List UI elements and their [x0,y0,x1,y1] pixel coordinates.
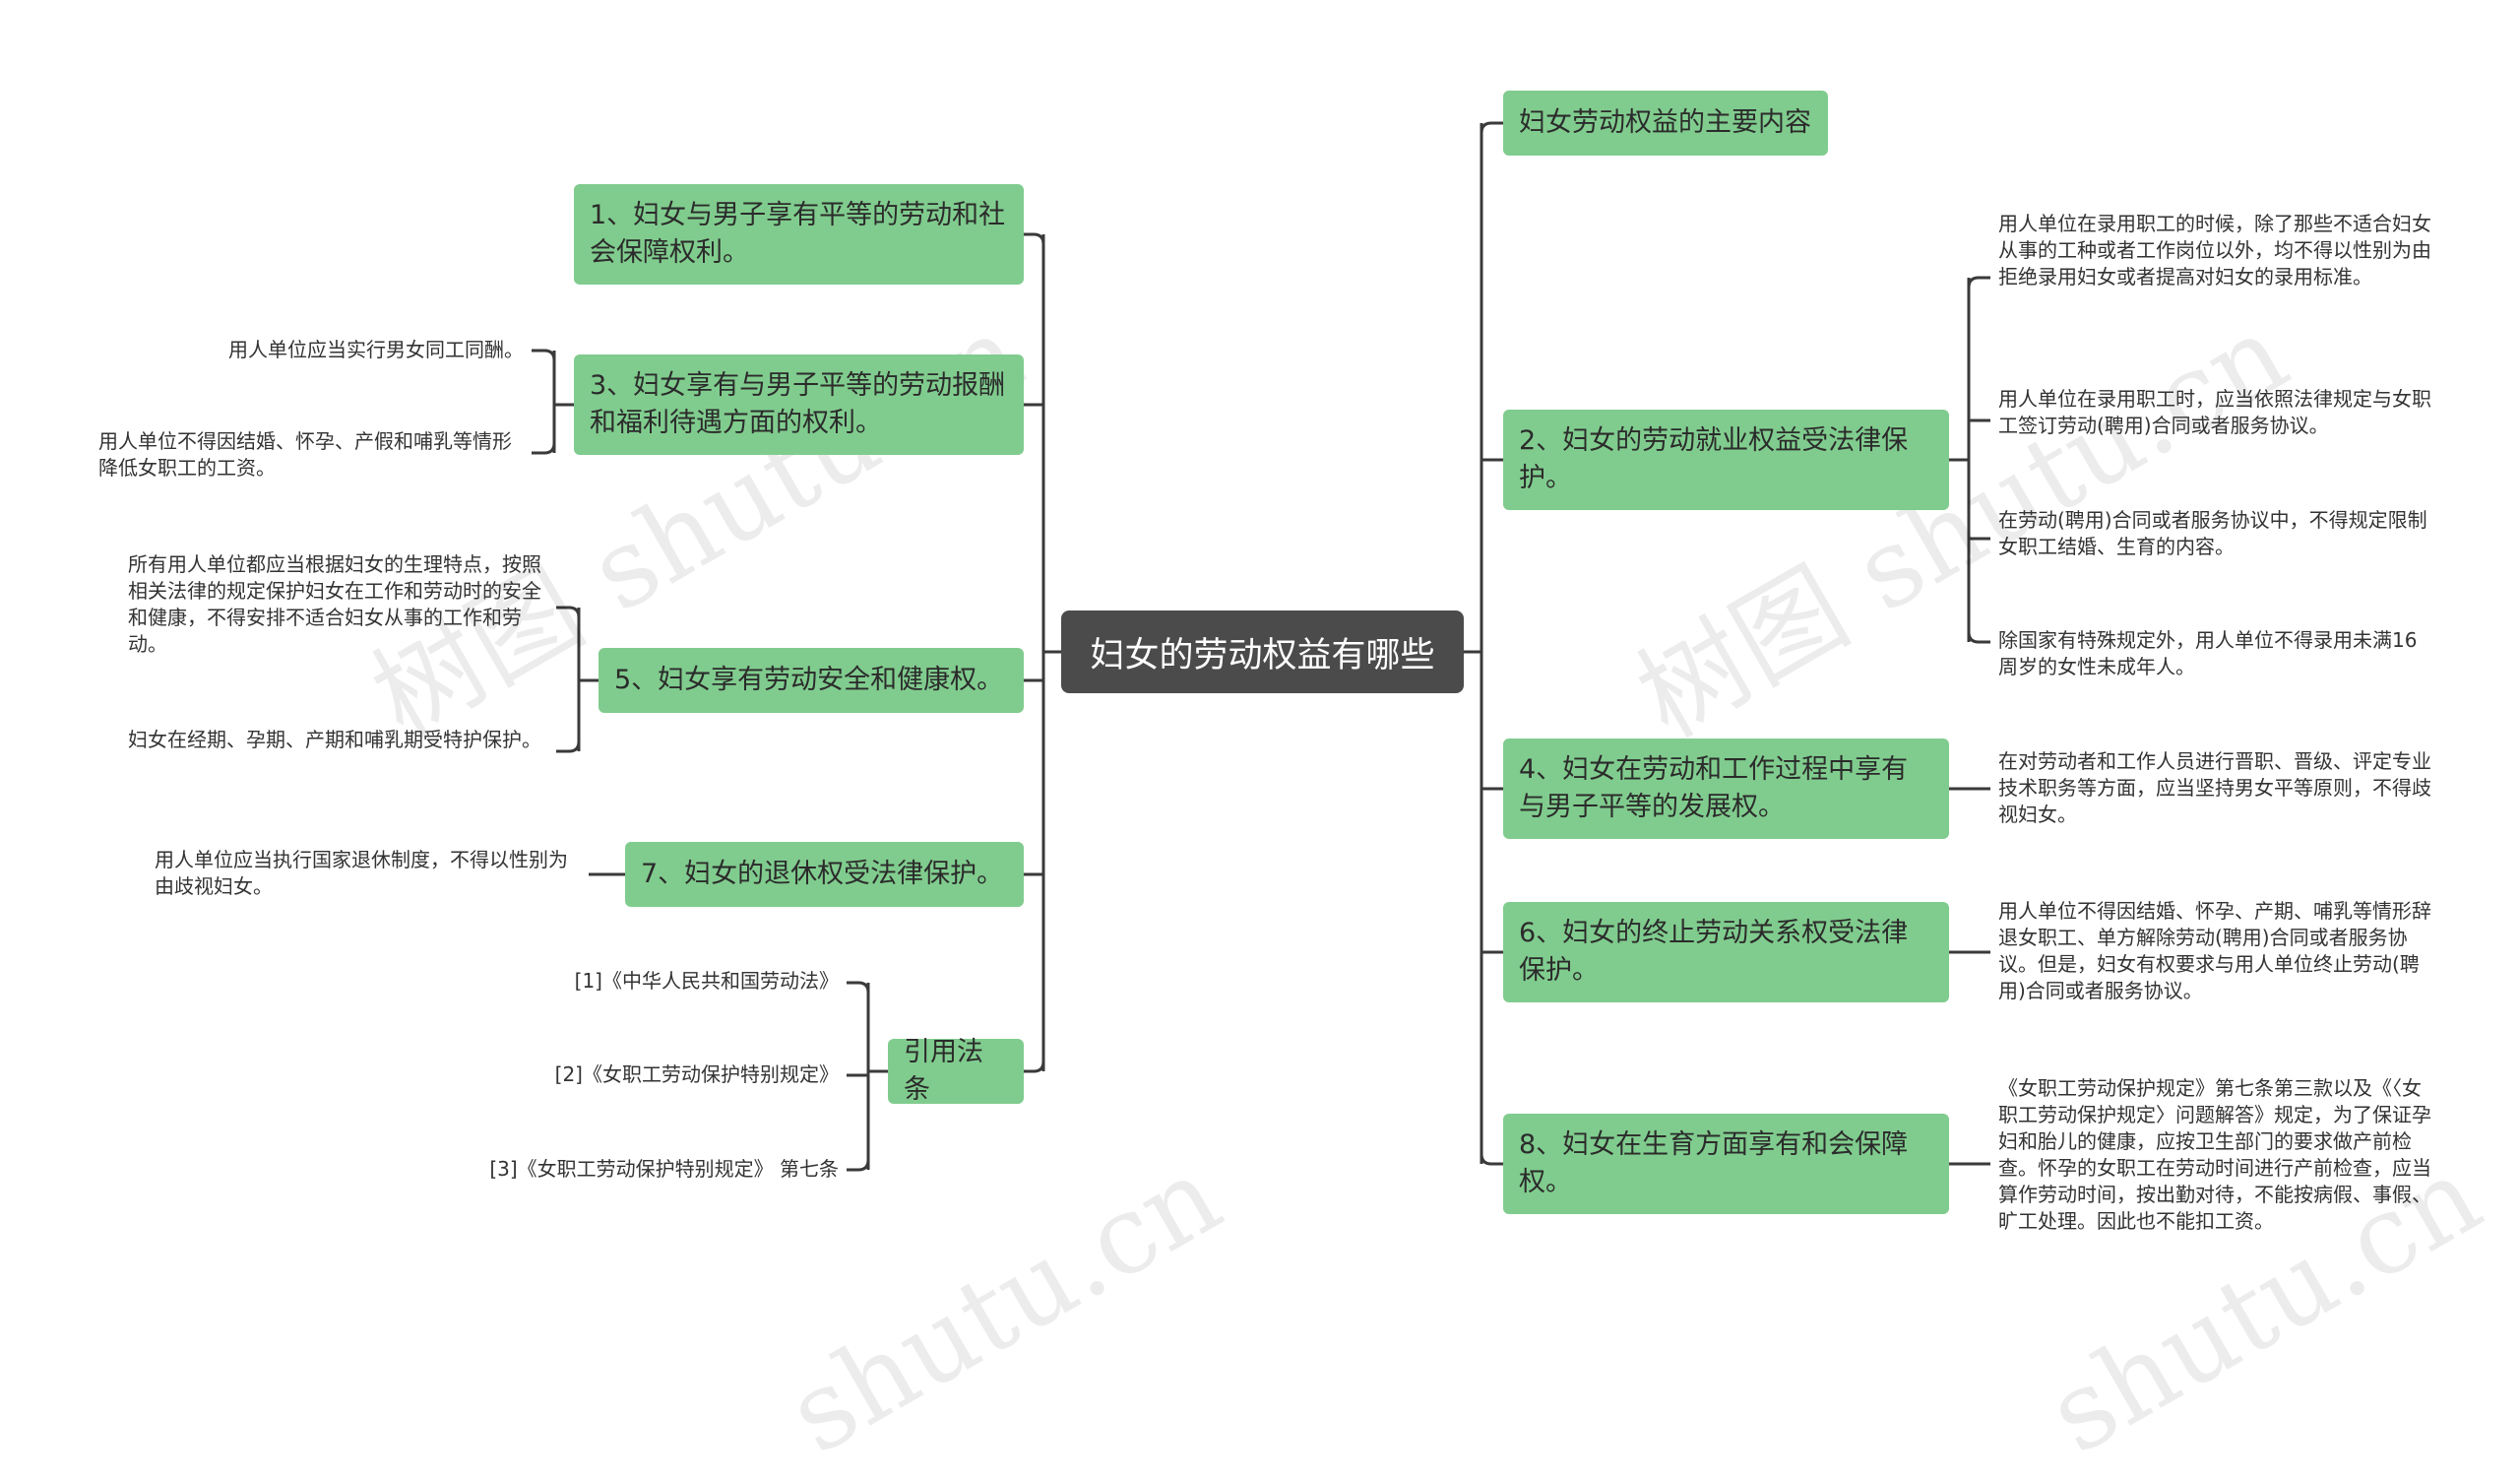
leaf-employment-2: 用人单位在录用职工时，应当依照法律规定与女职工签订劳动(聘用)合同或者服务协议。 [1998,387,2431,437]
leaf-safety-1: 所有用人单位都应当根据妇女的生理特点，按照相关法律的规定保护妇女在工作和劳动时的… [128,552,541,656]
node-main-content[interactable]: 妇女劳动权益的主要内容 [1503,91,1828,156]
node-maternity-rights[interactable]: 8、妇女在生育方面享有和会保障权。 [1503,1114,1949,1214]
leaf-reference-2: [2]《女职工劳动保护特别规定》 [554,1062,839,1086]
connector-root-left [1041,234,1061,1071]
leaf-employment-3: 在劳动(聘用)合同或者服务协议中，不得规定限制女职工结婚、生育的内容。 [1998,508,2427,558]
leaf-reference-1: [1]《中华人民共和国劳动法》 [574,969,839,993]
leaf-termination: 用人单位不得因结婚、怀孕、产期、哺乳等情形辞退女职工、单方解除劳动(聘用)合同或… [1998,899,2431,1002]
connector-lines [532,121,1990,1172]
connector-n5-leaves [556,606,598,753]
leaf-employment-1: 用人单位在录用职工的时候，除了那些不适合妇女从事的工种或者工作岗位以外，均不得以… [1998,212,2431,289]
node-references[interactable]: 引用法条 [888,1037,1024,1105]
connector-right-4 [1480,1153,1503,1166]
connector-n3-leaves [532,349,574,455]
connector-right-0 [1480,121,1503,134]
leaf-retirement: 用人单位应当执行国家退休制度，不得以性别为由歧视妇女。 [155,848,568,898]
node-termination-rights[interactable]: 6、妇女的终止劳动关系权受法律保护。 [1503,902,1949,1002]
leaf-employment-4: 除国家有特殊规定外，用人单位不得录用未满16周岁的女性未成年人。 [1998,628,2418,678]
connector-root-right [1464,123,1483,1164]
node-employment-rights[interactable]: 2、妇女的劳动就业权益受法律保护。 [1503,410,1949,510]
node-equal-pay[interactable]: 3、妇女享有与男子平等的劳动报酬和福利待遇方面的权利。 [574,354,1024,455]
leaf-reference-3: [3]《女职工劳动保护特别规定》 第七条 [489,1157,839,1181]
node-safety-health[interactable]: 5、妇女享有劳动安全和健康权。 [598,648,1024,713]
node-equal-rights[interactable]: 1、妇女与男子享有平等的劳动和社会保障权利。 [574,184,1024,285]
leaf-maternity: 《女职工劳动保护规定》第七条第三款以及《〈女职工劳动保护规定〉问题解答》规定，为… [1998,1076,2431,1233]
leaf-safety-2: 妇女在经期、孕期、产期和哺乳期受特护保护。 [128,728,541,751]
root-node[interactable]: 妇女的劳动权益有哪些 [1061,610,1464,693]
connector-left-4 [1024,1060,1045,1073]
leaf-equal-pay-2: 用人单位不得因结婚、怀孕、产假和哺乳等情形降低女职工的工资。 [98,429,512,480]
leaf-equal-pay-1: 用人单位应当实行男女同工同酬。 [228,338,524,361]
node-retirement[interactable]: 7、妇女的退休权受法律保护。 [625,842,1024,907]
node-development-rights[interactable]: 4、妇女在劳动和工作过程中享有与男子平等的发展权。 [1503,739,1949,839]
connector-refs-leaves [847,981,888,1172]
leaf-development: 在对劳动者和工作人员进行晋职、晋级、评定专业技术职务等方面，应当坚持男女平等原则… [1998,749,2431,826]
connector-n2-leaves [1949,276,1990,644]
connector-left-0 [1024,232,1045,245]
